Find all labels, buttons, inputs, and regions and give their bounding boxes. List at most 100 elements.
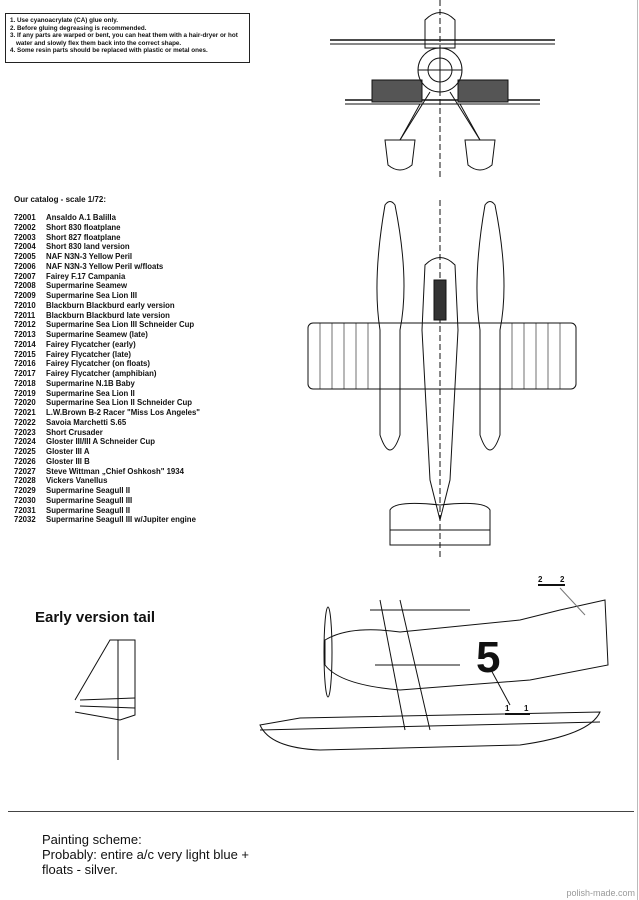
catalog-item: 72022 Savoia Marchetti S.65 — [14, 418, 200, 428]
catalog-item: 72014 Fairey Flycatcher (early) — [14, 340, 200, 350]
catalog-code: 72010 — [14, 300, 36, 310]
catalog-name: Blackburn Blackburd early version — [46, 300, 175, 310]
catalog-name: Fairey F.17 Campania — [46, 271, 126, 281]
catalog-item: 72002 Short 830 floatplane — [14, 223, 200, 233]
catalog-code: 72023 — [14, 427, 36, 437]
catalog-name: Gloster III A — [46, 447, 90, 456]
divider-line — [8, 811, 634, 812]
catalog-name: Vickers Vanellus — [46, 476, 108, 486]
catalog-name: Supermarine Seamew (late) — [46, 330, 148, 339]
catalog-list: 72001 Ansaldo A.1 Balilla 72002 Short 830 f… — [14, 213, 200, 525]
catalog-name: Savoia Marchetti S.65 — [46, 417, 127, 427]
catalog-name: Short 830 floatplane — [46, 222, 121, 232]
callout-2-left: 2 — [538, 575, 543, 584]
note-3-cont: water and slowly flex them back into the… — [16, 39, 182, 47]
catalog-name: Supermarine Sea Lion II — [46, 388, 135, 398]
catalog-code: 72028 — [14, 476, 36, 486]
catalog-item: 72015 Fairey Flycatcher (late) — [14, 350, 200, 360]
callout-2-right: 2 — [560, 575, 565, 584]
catalog-name: Supermarine Seamew — [46, 281, 128, 291]
catalog-name: L.W.Brown B-2 Racer "Miss Los Angeles" — [46, 408, 200, 417]
catalog-name: Short 830 land version — [46, 242, 130, 252]
catalog-item: 72010 Blackburn Blackburd early version — [14, 301, 200, 311]
assembly-notes-box: 1. Use cyanoacrylate (CA) glue only. 2. … — [5, 13, 250, 63]
catalog-code: 72024 — [14, 437, 36, 447]
catalog-code: 72019 — [14, 388, 36, 398]
catalog-item: 72005 NAF N3N-3 Yellow Peril — [14, 252, 200, 262]
side-view-drawing: 5 2 2 1 1 — [259, 575, 609, 751]
catalog-item: 72017 Fairey Flycatcher (amphibian) — [14, 369, 200, 379]
catalog-name: Supermarine Sea Lion II Schneider Cup — [46, 398, 193, 408]
catalog-name: Gloster III B — [46, 456, 90, 466]
catalog-name: Fairey Flycatcher (amphibian) — [46, 369, 157, 378]
catalog-code: 72025 — [14, 447, 36, 456]
catalog-item: 72001 Ansaldo A.1 Balilla — [14, 213, 200, 223]
catalog-code: 72014 — [14, 339, 36, 349]
catalog-code: 72013 — [14, 330, 36, 339]
catalog-item: 72026 Gloster III B — [14, 457, 200, 467]
catalog-item: 72018 Supermarine N.1B Baby — [14, 379, 200, 389]
catalog-name: Supermarine N.1B Baby — [46, 378, 135, 388]
catalog-code: 72005 — [14, 252, 36, 261]
catalog-code: 72030 — [14, 495, 36, 505]
catalog-name: Supermarine Seagull II — [46, 486, 131, 495]
catalog-code: 72022 — [14, 417, 36, 427]
catalog-item: 72030 Supermarine Seagull III — [14, 496, 200, 506]
catalog-item: 72021 L.W.Brown B-2 Racer "Miss Los Angel… — [14, 408, 200, 418]
top-view-drawing — [307, 200, 577, 560]
catalog-code: 72020 — [14, 398, 36, 408]
catalog-item: 72004 Short 830 land version — [14, 242, 200, 252]
catalog-item: 72012 Supermarine Sea Lion III Schneider … — [14, 320, 200, 330]
catalog-name: Supermarine Seagull III — [46, 495, 133, 505]
painting-title: Painting scheme: — [42, 832, 142, 847]
catalog-code: 72026 — [14, 456, 36, 466]
catalog-code: 72016 — [14, 359, 36, 369]
callout-1-right: 1 — [524, 704, 529, 713]
catalog-item: 72025 Gloster III A — [14, 447, 200, 457]
catalog-code: 72009 — [14, 291, 36, 300]
note-2: 2. Before gluing degreasing is recommend… — [10, 24, 147, 32]
early-tail-drawing — [74, 639, 136, 760]
early-tail-title: Early version tail — [35, 609, 156, 626]
race-number: 5 — [476, 633, 500, 682]
catalog-name: Supermarine Sea Lion III Schneider Cup — [46, 320, 195, 330]
catalog-code: 72012 — [14, 320, 36, 330]
catalog-name: Supermarine Seagull II — [46, 505, 131, 515]
catalog-code: 72002 — [14, 222, 36, 232]
catalog-name: Short 827 floatplane — [46, 232, 121, 242]
catalog-name: Ansaldo A.1 Balilla — [46, 213, 116, 222]
catalog-code: 72015 — [14, 349, 36, 359]
catalog-code: 72021 — [14, 408, 36, 417]
catalog-item: 72020 Supermarine Sea Lion II Schneider C… — [14, 398, 200, 408]
painting-scheme: Painting scheme: Probably: entire a/c ve… — [42, 832, 249, 877]
catalog-name: Steve Wittman „Chief Oshkosh" 1934 — [46, 466, 184, 476]
catalog-code: 72001 — [14, 213, 36, 222]
catalog-code: 72007 — [14, 271, 36, 281]
painting-line-1: Probably: entire a/c very light blue + — [42, 847, 250, 862]
catalog-item: 72028 Vickers Vanellus — [14, 476, 200, 486]
page-edge — [637, 0, 638, 900]
callout-1-left: 1 — [505, 704, 510, 713]
watermark: polish-made.com — [566, 888, 635, 898]
front-view-drawing — [330, 0, 555, 180]
catalog-name: NAF N3N-3 Yellow Peril — [46, 252, 133, 261]
catalog-code: 72011 — [14, 310, 36, 320]
catalog-code: 72029 — [14, 486, 36, 495]
catalog-code: 72004 — [14, 242, 36, 252]
catalog-name: Fairey Flycatcher (late) — [46, 349, 131, 359]
catalog-code: 72018 — [14, 378, 36, 388]
catalog-code: 72017 — [14, 369, 36, 378]
painting-line-2: floats - silver. — [42, 862, 118, 877]
catalog-name: Fairey Flycatcher (early) — [46, 339, 136, 349]
catalog-code: 72031 — [14, 505, 36, 515]
catalog-code: 72032 — [14, 515, 36, 525]
note-4: 4. Some resin parts should be replaced w… — [10, 47, 208, 55]
